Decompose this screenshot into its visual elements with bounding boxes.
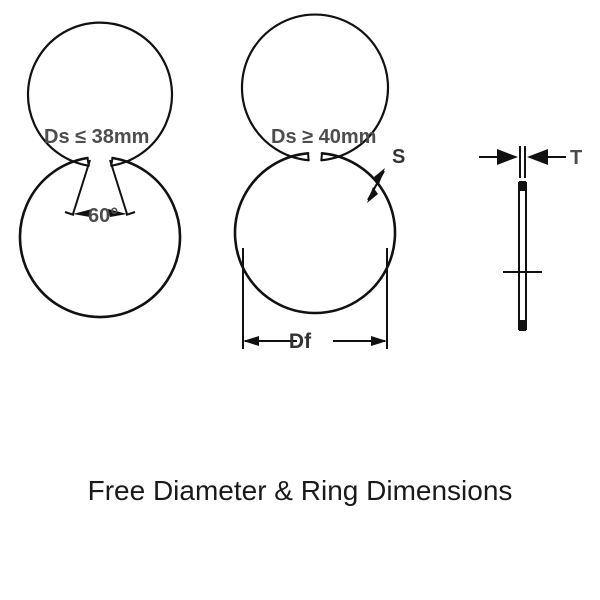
free-diameter-label: Df xyxy=(289,330,312,353)
free-ring-view: Ds ≥ 40mm S Df xyxy=(233,13,405,353)
t-arrowhead-left xyxy=(497,149,518,165)
angle-tick-right xyxy=(125,211,136,216)
angle-leader-right xyxy=(109,159,128,215)
compressed-ring-inner-arc xyxy=(26,21,174,167)
compressed-ring-angle-label: 60° xyxy=(88,205,118,227)
section-edge-view: T xyxy=(479,146,582,331)
wall-thickness-label: S xyxy=(392,146,405,168)
t-arrowhead-right xyxy=(527,149,548,165)
free-ring-gap-end-right xyxy=(320,153,323,161)
thickness-arrowhead-lower xyxy=(367,187,378,203)
compressed-ring-view: Ds ≤ 38mm 60° xyxy=(18,21,182,319)
free-ring-gap-end-left xyxy=(307,153,310,161)
df-arrowhead-left xyxy=(243,336,259,346)
angle-leader-left xyxy=(72,159,91,215)
compressed-ring-diameter-label: Ds ≤ 38mm xyxy=(44,126,149,148)
section-strip-top-nub xyxy=(519,182,526,191)
angle-tick-left xyxy=(64,211,75,216)
free-ring-outer-arc xyxy=(233,152,397,315)
df-arrowhead-right xyxy=(371,336,387,346)
compressed-ring-outer-arc xyxy=(18,156,182,319)
free-ring-diameter-label: Ds ≥ 40mm xyxy=(271,126,376,148)
figure-caption: Free Diameter & Ring Dimensions xyxy=(88,475,513,506)
angle-arrowhead-left xyxy=(73,209,92,217)
section-thickness-label: T xyxy=(570,147,582,169)
angle-arrowhead-right xyxy=(108,209,127,217)
free-ring-inner-arc xyxy=(240,13,390,162)
thickness-arrowhead-upper xyxy=(374,168,385,184)
section-strip-bottom-nub xyxy=(519,320,526,330)
